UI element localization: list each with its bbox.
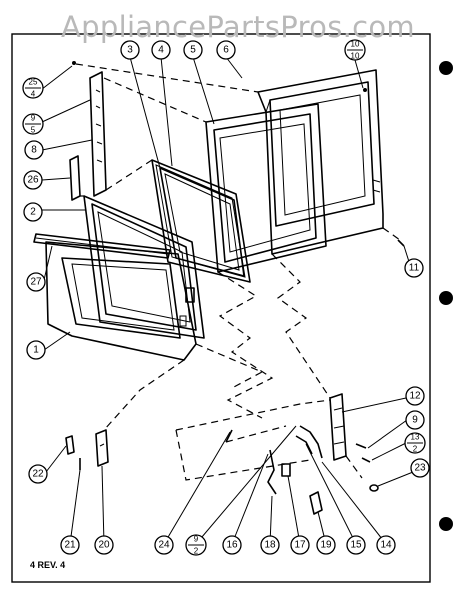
svg-text:15: 15 — [350, 540, 362, 551]
clip-part — [69, 155, 81, 201]
screw-part — [72, 61, 76, 65]
svg-text:4: 4 — [158, 45, 164, 56]
outer-door-part — [45, 241, 197, 361]
callout-5: 5 — [183, 40, 203, 60]
binder-hole — [439, 291, 453, 305]
callout-17: 17 — [290, 535, 310, 555]
callout-23: 23 — [410, 458, 430, 478]
svg-text:6: 6 — [223, 45, 229, 56]
svg-text:9: 9 — [31, 114, 36, 123]
callout-10-10: 10 10 — [344, 39, 366, 61]
door-seal-part — [151, 159, 251, 283]
callout-13-2: 13 2 — [404, 432, 426, 454]
svg-text:9: 9 — [412, 415, 418, 426]
svg-text:2: 2 — [413, 445, 418, 454]
callout-26: 26 — [23, 170, 43, 190]
callout-12: 12 — [405, 386, 425, 406]
svg-text:11: 11 — [409, 263, 420, 274]
callout-3: 3 — [120, 40, 140, 60]
svg-text:13: 13 — [411, 433, 420, 442]
screw-part — [363, 88, 367, 92]
callout-15: 15 — [346, 535, 366, 555]
callout-2: 2 — [23, 202, 43, 222]
svg-text:16: 16 — [226, 540, 238, 551]
assembly-guide-lines — [75, 63, 401, 481]
hinge-bracket-part — [89, 71, 107, 197]
svg-text:12: 12 — [409, 391, 421, 402]
svg-text:2: 2 — [30, 207, 36, 218]
callout-21: 21 — [60, 535, 80, 555]
svg-text:10: 10 — [351, 40, 360, 49]
svg-text:22: 22 — [32, 469, 44, 480]
svg-text:10: 10 — [351, 52, 360, 61]
callout-6: 6 — [216, 40, 236, 60]
inner-door-part — [83, 195, 205, 339]
callout-19: 19 — [316, 535, 336, 555]
svg-text:14: 14 — [380, 540, 392, 551]
svg-text:5: 5 — [190, 45, 196, 56]
svg-text:1: 1 — [33, 345, 39, 356]
screw-part — [397, 239, 405, 247]
callout-1: 1 — [26, 340, 46, 360]
callout-20: 20 — [94, 535, 114, 555]
callout-9: 9 — [405, 410, 425, 430]
binder-hole — [439, 517, 453, 531]
door-glass-part — [159, 167, 245, 277]
callout-11: 11 — [404, 258, 424, 278]
svg-text:4: 4 — [31, 90, 36, 99]
leader-lines — [32, 56, 419, 545]
svg-text:19: 19 — [320, 540, 332, 551]
callout-16: 16 — [222, 535, 242, 555]
door-handle-part — [65, 429, 109, 470]
callout-25-4: 25 4 — [22, 77, 44, 99]
svg-text:23: 23 — [414, 463, 426, 474]
revision-label: 4 REV. 4 — [30, 560, 66, 570]
svg-text:26: 26 — [27, 175, 39, 186]
svg-text:21: 21 — [64, 540, 76, 551]
callout-8: 8 — [24, 140, 44, 160]
callout-4: 4 — [151, 40, 171, 60]
callout-18: 18 — [260, 535, 280, 555]
svg-text:25: 25 — [29, 78, 38, 87]
svg-text:8: 8 — [31, 145, 37, 156]
svg-text:20: 20 — [98, 540, 110, 551]
svg-text:9: 9 — [194, 535, 199, 544]
callout-24: 24 — [154, 535, 174, 555]
svg-text:17: 17 — [294, 540, 306, 551]
callout-9-2: 9 2 — [185, 534, 207, 556]
callout-27: 27 — [26, 272, 46, 292]
callout-22: 22 — [28, 464, 48, 484]
svg-text:27: 27 — [30, 277, 42, 288]
latch-assembly-part — [225, 393, 379, 515]
callout-14: 14 — [376, 535, 396, 555]
callout-9-5: 9 5 — [22, 113, 44, 135]
svg-text:3: 3 — [127, 45, 133, 56]
binder-hole — [439, 61, 453, 75]
door-frame-part — [205, 103, 327, 273]
svg-text:5: 5 — [31, 126, 36, 135]
svg-text:2: 2 — [194, 547, 199, 556]
svg-text:24: 24 — [158, 540, 170, 551]
svg-text:18: 18 — [264, 540, 276, 551]
trim-strip-part — [33, 233, 171, 259]
diagram-border — [11, 33, 431, 583]
